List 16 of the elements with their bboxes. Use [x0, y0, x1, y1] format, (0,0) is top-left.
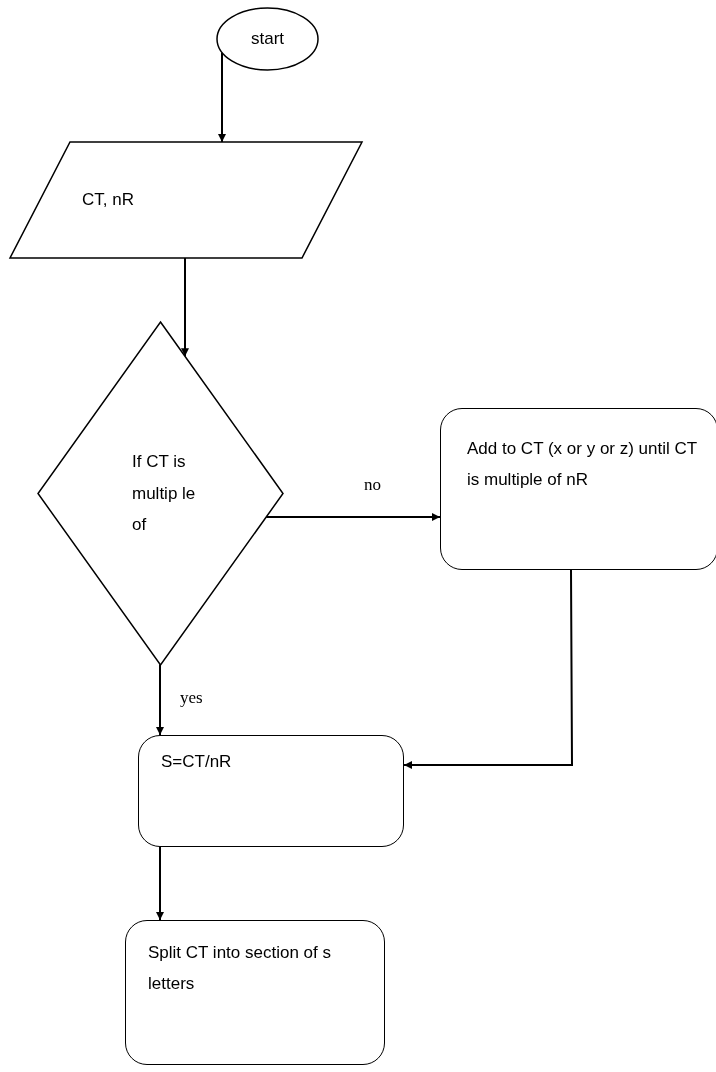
process-box [138, 735, 404, 847]
node-label: Add to CT (x or y or z) until CT is multiple of nR [467, 438, 698, 492]
node-label: If CT is multip le of [132, 451, 197, 537]
decision-diamond [38, 322, 283, 665]
arrow [403, 569, 573, 769]
node-label: CT, nR [82, 189, 134, 212]
node-label: S=CT/nR [161, 751, 232, 773]
node-label: Split CT into section of s letters [148, 942, 332, 996]
node-label: start [250, 28, 285, 51]
input-parallelogram [10, 142, 362, 258]
process-box [125, 920, 385, 1065]
process-box [440, 408, 716, 570]
terminal-oval [217, 8, 318, 70]
arrow [156, 846, 164, 921]
arrow [156, 663, 164, 736]
arrow [218, 51, 226, 143]
